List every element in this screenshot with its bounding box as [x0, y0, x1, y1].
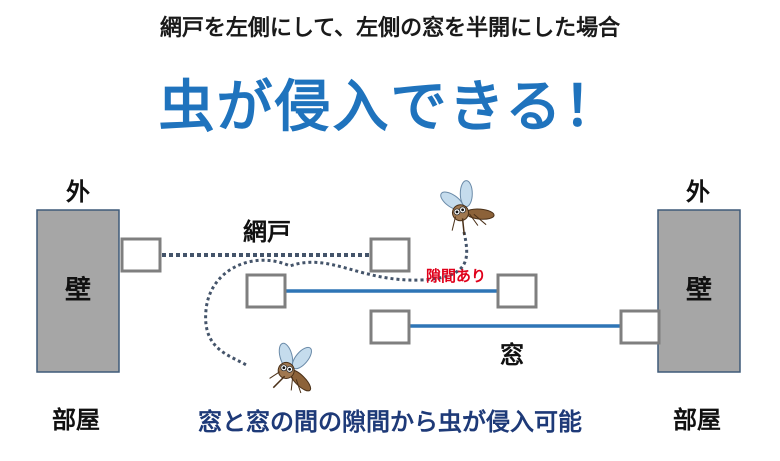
right-window-frame-right — [619, 309, 661, 345]
headline: 虫が侵入できる！ — [158, 75, 622, 140]
mosquito-icon — [440, 180, 495, 235]
right-wall — [657, 209, 741, 373]
room-label-right: 部屋 — [673, 406, 721, 434]
left-window-frame-right — [496, 273, 538, 309]
caption: 窓と窓の間の隙間から虫が侵入可能 — [198, 408, 582, 436]
room-label-left: 部屋 — [52, 406, 100, 434]
screen-label: 網戸 — [243, 218, 291, 246]
outside-label-right: 外 — [686, 178, 710, 206]
scenario-heading: 網戸を左側にして、左側の窓を半開にした場合 — [159, 16, 621, 41]
window-label: 窓 — [500, 341, 524, 369]
mosquito-path — [204, 231, 469, 368]
left-window-frame-left — [245, 273, 287, 309]
screen-frame-right — [369, 237, 411, 273]
screen-frame-left — [120, 237, 162, 273]
right-window-frame-left — [369, 309, 411, 345]
wall-label-left: 壁 — [65, 275, 91, 306]
wall-label-right: 壁 — [686, 275, 712, 306]
left-wall — [36, 209, 120, 373]
outside-label-left: 外 — [66, 178, 90, 206]
gap-label: 隙間あり — [426, 267, 486, 285]
mosquito-icon — [269, 342, 312, 394]
